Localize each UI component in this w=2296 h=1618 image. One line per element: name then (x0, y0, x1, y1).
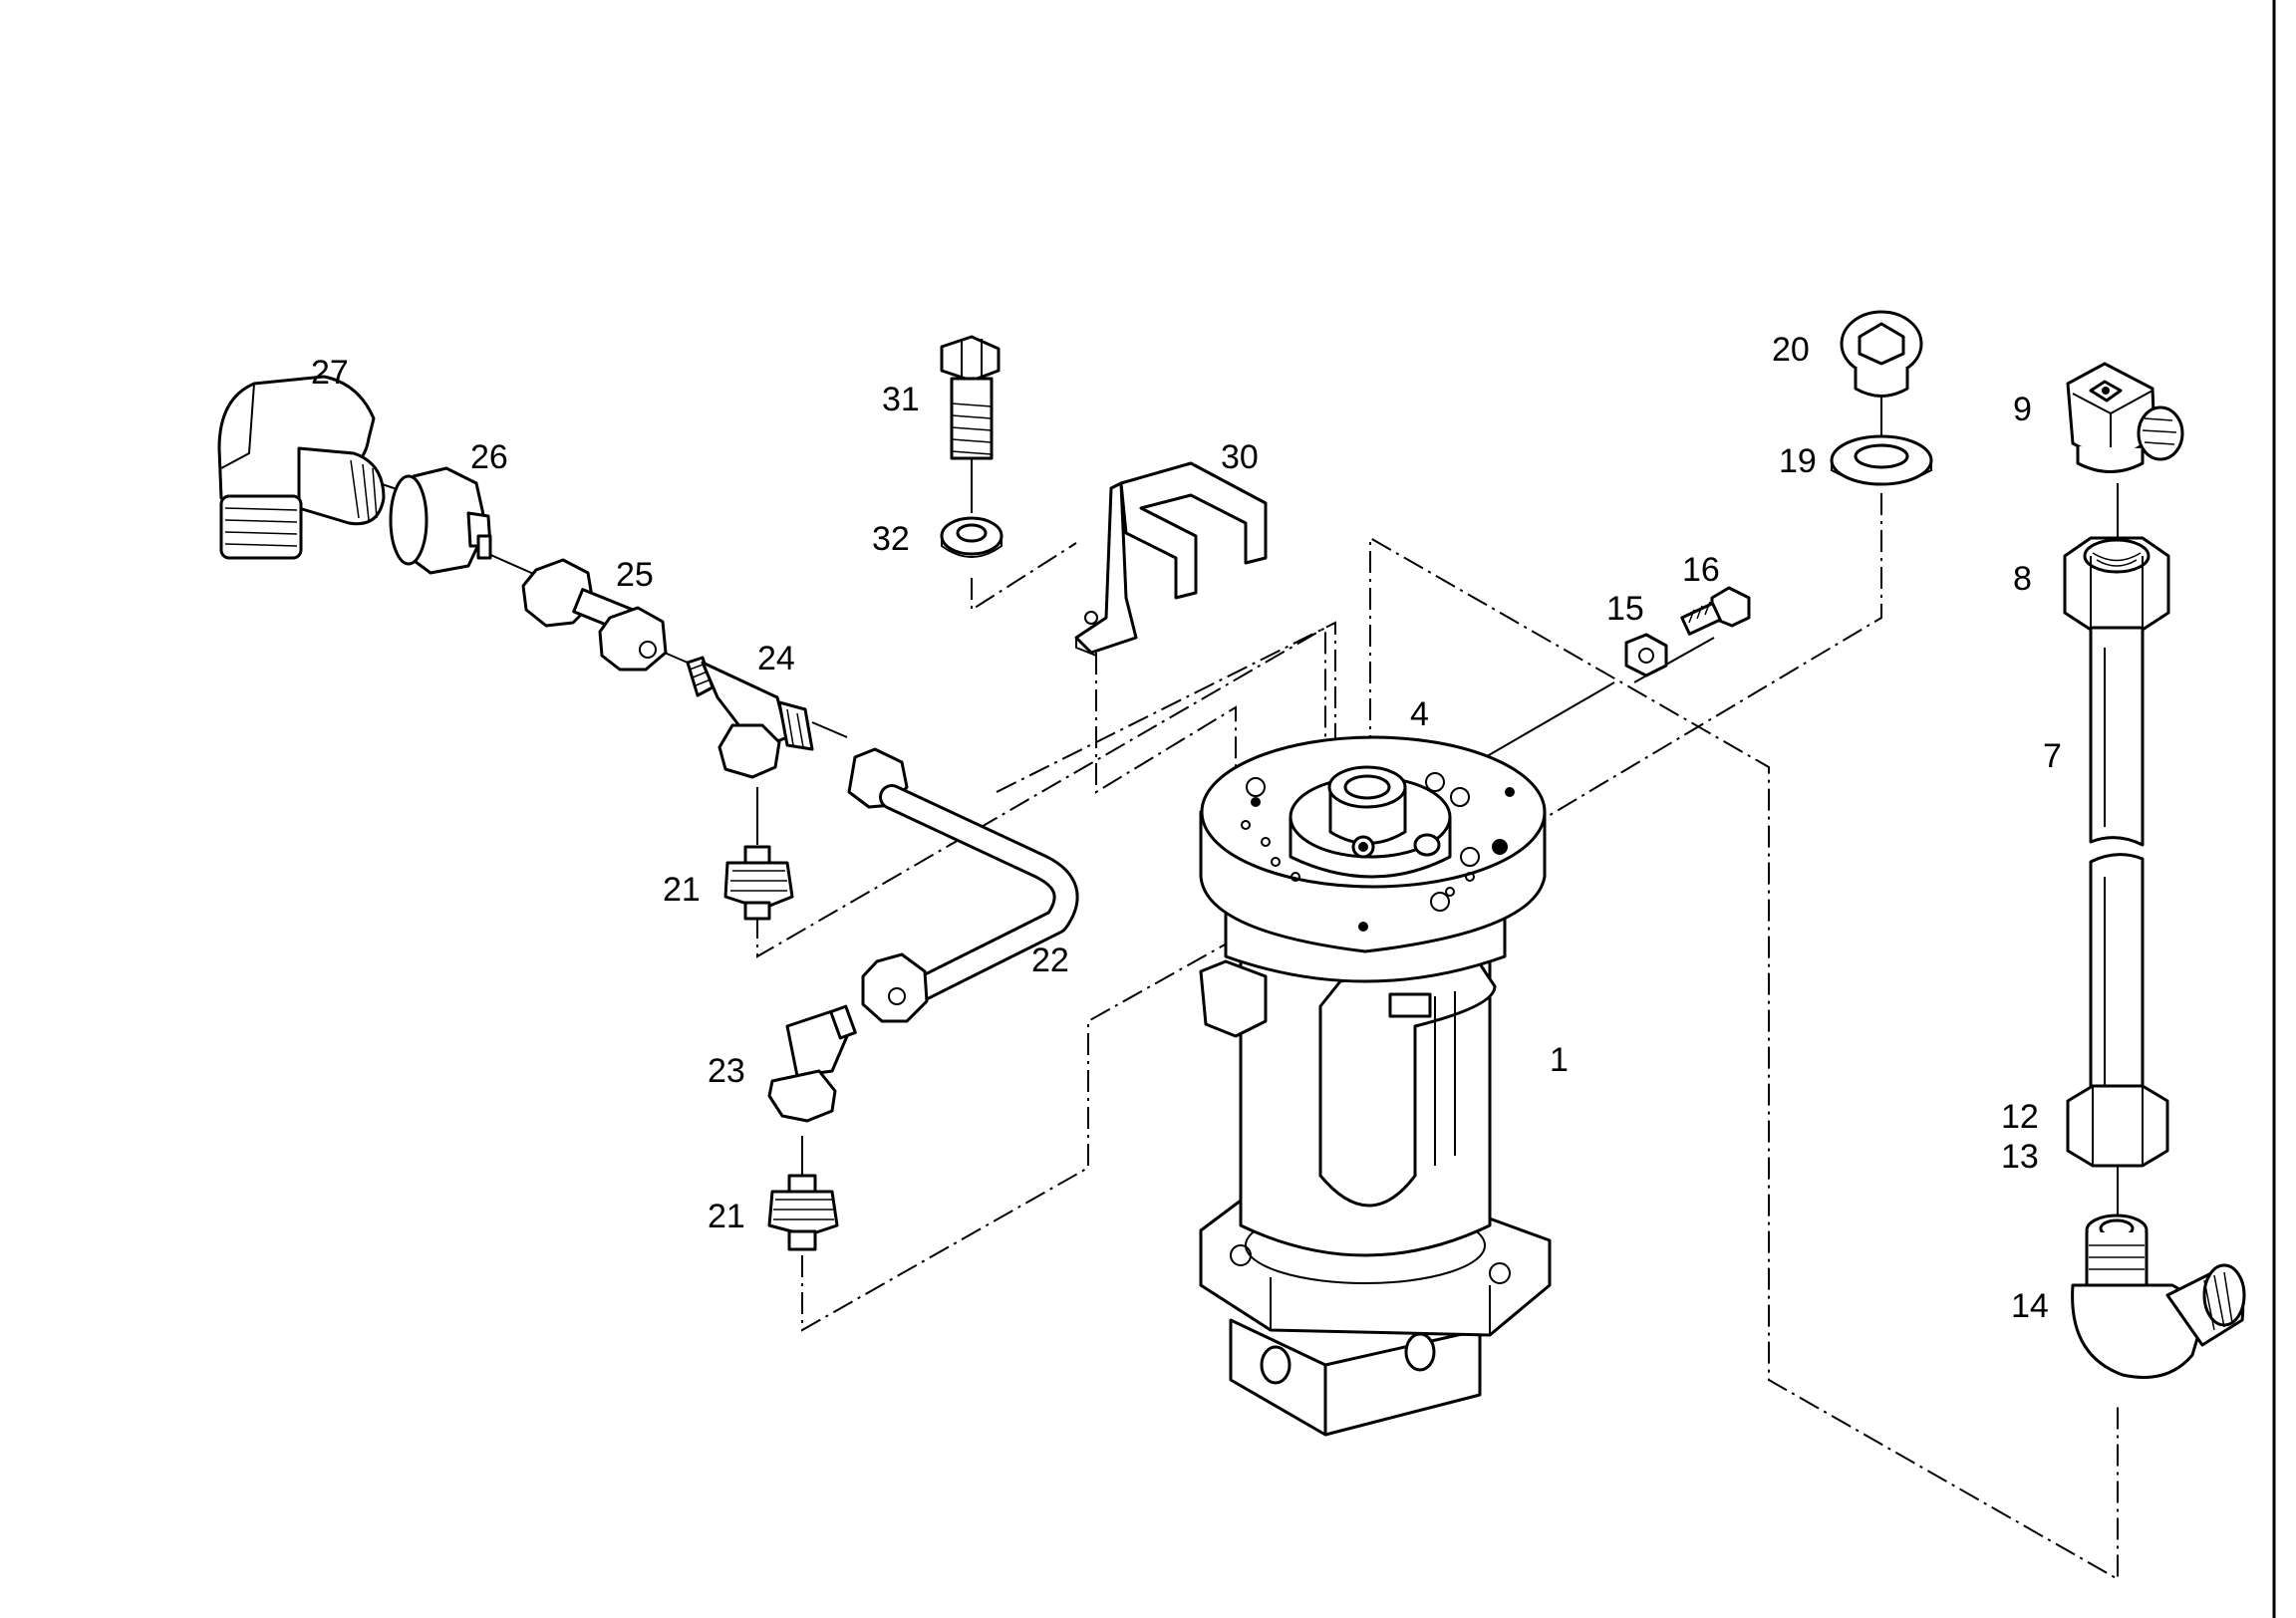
part-21-upper-adapter (723, 845, 794, 921)
callout-27: 27 (311, 354, 349, 392)
part-30-bracket (1074, 461, 1268, 657)
part-32-washer (940, 516, 1004, 558)
callout-26: 26 (470, 438, 508, 476)
callout-24: 24 (757, 640, 795, 677)
part-31-bolt (940, 335, 1001, 460)
callout-21-lower: 21 (708, 1198, 745, 1235)
part-21-lower-adapter (767, 1174, 839, 1251)
callout-16: 16 (1682, 551, 1720, 589)
part-25-double-nut (521, 558, 668, 672)
callout-22: 22 (1031, 942, 1069, 979)
callout-4: 4 (1410, 695, 1429, 733)
callout-12: 12 (2001, 1098, 2039, 1136)
callout-30: 30 (1221, 438, 1259, 476)
part-27-elbow-fitting (217, 375, 386, 560)
part-8-union-nut (2063, 536, 2170, 632)
part-26-union-nut (389, 466, 492, 575)
part-22-bent-pipe (847, 747, 1079, 1023)
leader-lines (358, 394, 2119, 1581)
part-23-elbow (767, 1004, 857, 1123)
callout-32: 32 (872, 520, 910, 558)
part-15-nut (1624, 633, 1668, 677)
callout-20: 20 (1772, 331, 1810, 369)
callout-21-upper: 21 (663, 871, 701, 909)
callout-15: 15 (1606, 590, 1644, 628)
callout-8: 8 (2013, 560, 2032, 598)
part-24-tee-fitting (686, 656, 814, 779)
callout-23: 23 (708, 1052, 745, 1090)
callout-9: 9 (2013, 391, 2032, 428)
part-1-housing (1199, 735, 1552, 1437)
part-16-screw (1680, 586, 1751, 636)
callout-19: 19 (1779, 442, 1817, 480)
callout-1: 1 (1550, 1041, 1569, 1079)
part-9-angle-fitting (2066, 362, 2184, 473)
callouts: 27 26 25 24 21 22 23 21 31 32 30 4 15 16… (311, 331, 2062, 1325)
callout-13: 13 (2001, 1138, 2039, 1176)
part-20-plug (1840, 310, 1923, 398)
part-14-elbow-fitting (2071, 1214, 2246, 1379)
part-12-13-union-nut (2066, 1084, 2169, 1168)
part-19-seal-ring (1830, 434, 1933, 486)
callout-7: 7 (2043, 737, 2062, 775)
callout-14: 14 (2011, 1287, 2049, 1325)
callout-25: 25 (616, 556, 654, 594)
callout-31: 31 (882, 381, 920, 418)
part-7-pipe (2089, 626, 2145, 1108)
